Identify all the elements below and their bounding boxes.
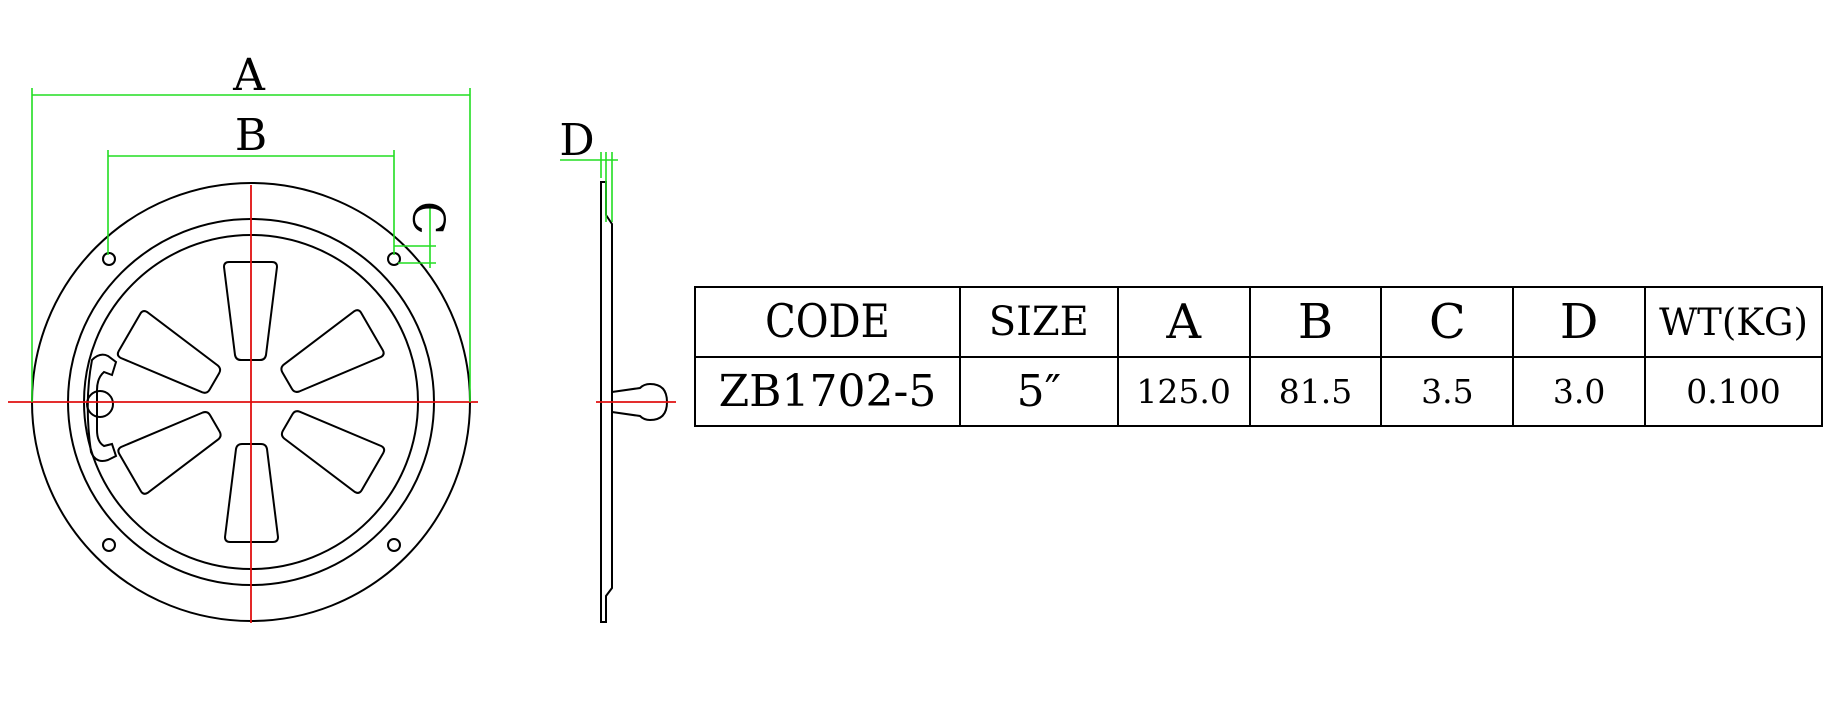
spec-table: CODE SIZE A B C D WT(KG) ZB1702-5 5″ 125… (694, 280, 1823, 427)
side-view: D (559, 115, 676, 623)
mounting-hole (102, 538, 116, 552)
louver-slot (116, 310, 222, 394)
cell-c: 3.5 (1380, 356, 1515, 427)
dim-d-label: D (559, 115, 594, 166)
dimension-a: A (31, 50, 471, 402)
dim-c-label: C (402, 201, 453, 235)
louver-slots (116, 261, 386, 543)
louver-slot (280, 410, 386, 494)
header-b: B (1248, 286, 1383, 358)
dimension-b: B (107, 110, 395, 255)
header-size: SIZE (958, 286, 1119, 358)
cell-code: ZB1702-5 (694, 356, 961, 427)
mounting-hole (387, 538, 401, 552)
louver-slot (223, 443, 280, 543)
louver-slot (222, 261, 279, 361)
header-c: C (1380, 286, 1515, 358)
header-weight: WT(KG) (1644, 286, 1823, 358)
cell-d: 3.0 (1512, 356, 1647, 427)
knob-handle (86, 353, 118, 462)
louver-slot (280, 309, 385, 393)
dimension-c: C (394, 201, 453, 268)
knob-pivot (86, 390, 114, 418)
dim-a-label: A (232, 50, 266, 101)
front-view: A B C (8, 50, 478, 623)
dim-b-label: B (235, 110, 267, 161)
cell-size: 5″ (958, 356, 1119, 427)
cell-weight: 0.100 (1644, 356, 1823, 427)
table-row: ZB1702-5 5″ 125.0 81.5 3.5 3.0 0.100 (694, 356, 1823, 427)
louver-slot (117, 411, 222, 495)
cell-b: 81.5 (1248, 356, 1383, 427)
cell-a: 125.0 (1116, 356, 1251, 427)
dimension-d: D (559, 115, 618, 222)
table-header-row: CODE SIZE A B C D WT(KG) (694, 280, 1823, 364)
mounting-hole (102, 252, 116, 266)
knob-arm (86, 353, 118, 462)
header-code: CODE (694, 280, 961, 364)
header-d: D (1512, 286, 1647, 358)
header-a: A (1116, 286, 1251, 358)
